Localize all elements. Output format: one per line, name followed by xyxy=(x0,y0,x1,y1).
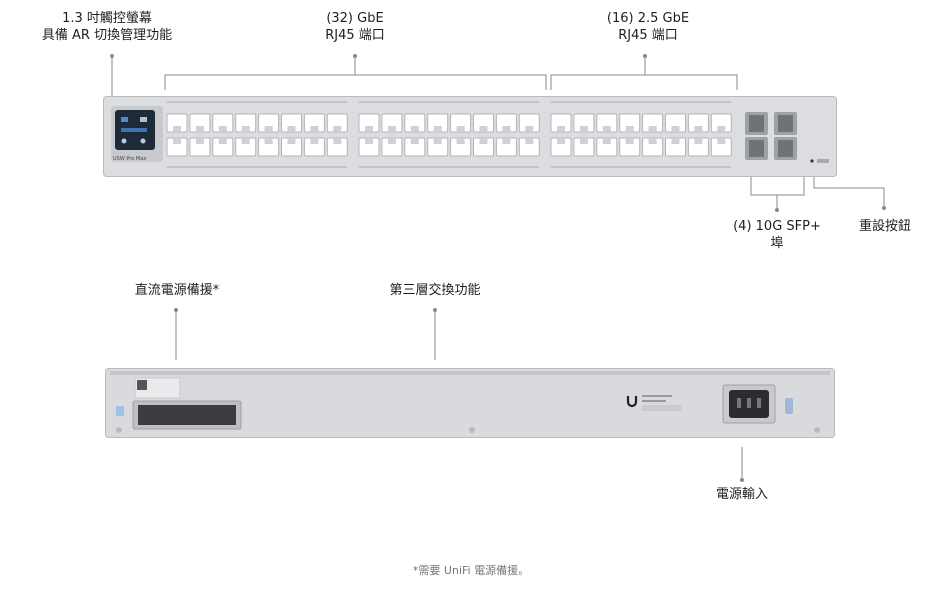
rj45-latch xyxy=(694,138,703,144)
port-group-strip xyxy=(359,166,540,168)
screen-icon xyxy=(121,138,127,144)
rj45-latch xyxy=(410,126,419,132)
rj45-latch xyxy=(433,138,442,144)
2-5gbe-ports-label: (16) 2.5 GbE RJ45 端口 xyxy=(606,11,690,43)
inlet-pin xyxy=(747,398,751,408)
screen-icon xyxy=(121,128,147,132)
rj45-latch xyxy=(648,126,657,132)
rj45-latch xyxy=(241,126,250,132)
rj45-latch xyxy=(717,138,726,144)
front-chassis xyxy=(103,96,837,177)
rj45-latch xyxy=(195,126,204,132)
switch-front-panel: USW Pro Max xyxy=(103,96,837,177)
rj45-latch xyxy=(264,138,273,144)
rj45-latch xyxy=(525,138,534,144)
rj45-latch xyxy=(557,126,565,132)
qr-code xyxy=(137,380,147,390)
inlet-pin xyxy=(757,398,761,408)
rj45-latch xyxy=(173,138,181,144)
inlet-pin xyxy=(737,398,741,408)
rj45-latch xyxy=(310,138,319,144)
port-group-strip xyxy=(551,166,732,168)
vent-strip xyxy=(110,371,830,375)
rj45-latch xyxy=(479,138,488,144)
layer3-label: 第三層交換功能 xyxy=(389,283,481,298)
rj45-latch xyxy=(694,126,703,132)
rj45-latch xyxy=(218,126,227,132)
rj45-latch xyxy=(195,138,204,144)
rj45-latch xyxy=(433,126,442,132)
footnote: *需要 UniFi 電源備援。 xyxy=(412,564,530,577)
rj45-latch xyxy=(456,126,465,132)
rj45-latch xyxy=(241,138,250,144)
rj45-latch xyxy=(387,138,396,144)
screen-icon xyxy=(140,117,147,122)
rj45-latch xyxy=(557,138,565,144)
port-group-strip xyxy=(167,166,348,168)
rj45-latch xyxy=(333,126,342,132)
rj45-latch xyxy=(602,126,611,132)
rear-chassis xyxy=(105,368,835,438)
power-input-label: 電源輸入 xyxy=(715,487,768,502)
port-group-strip xyxy=(551,101,732,103)
rj45-latch xyxy=(525,126,534,132)
rj45-latch xyxy=(310,126,319,132)
screw-icon xyxy=(469,427,475,433)
sfp-port-slot xyxy=(778,115,793,132)
dc-connector-pins xyxy=(138,405,236,425)
sfp-port-slot xyxy=(778,140,793,157)
cert-marks xyxy=(642,405,682,411)
rj45-latch xyxy=(671,138,680,144)
screw-icon xyxy=(116,427,122,433)
rj45-latch xyxy=(333,138,342,144)
rj45-latch xyxy=(410,138,419,144)
sfp-port-slot xyxy=(749,140,764,157)
reset-button[interactable] xyxy=(810,159,814,163)
rj45-latch xyxy=(264,126,273,132)
rj45-latch xyxy=(218,138,227,144)
rj45-latch xyxy=(717,126,726,132)
sfp-port-slot xyxy=(749,115,764,132)
port-group-strip xyxy=(167,101,348,103)
rj45-latch xyxy=(387,126,396,132)
rj45-latch xyxy=(479,126,488,132)
rj45-latch xyxy=(365,138,373,144)
sfp-cages xyxy=(745,112,797,160)
rj45-latch xyxy=(173,126,181,132)
status-led-icon xyxy=(116,406,124,416)
rj45-latch xyxy=(365,126,373,132)
screen-icon xyxy=(121,117,128,122)
reset-button-label: 重設按鈕 xyxy=(858,219,911,234)
rj45-latch xyxy=(456,138,465,144)
rj45-latch xyxy=(625,126,634,132)
rj45-latch xyxy=(287,138,296,144)
ground-clip-icon xyxy=(785,398,793,414)
rj45-latch xyxy=(579,126,588,132)
dc-backup-label: 直流電源備援* xyxy=(134,283,220,298)
cert-text xyxy=(642,400,666,402)
ubiquiti-logo-icon xyxy=(626,396,638,408)
reset-text-mark xyxy=(817,159,829,163)
rj45-port-grid xyxy=(166,101,732,168)
rj45-latch xyxy=(287,126,296,132)
touchscreen-label: 1.3 吋觸控螢幕 具備 AR 切換管理功能 xyxy=(41,11,173,43)
cert-text xyxy=(642,395,672,397)
rj45-latch xyxy=(502,126,511,132)
screw-icon xyxy=(814,427,820,433)
rj45-latch xyxy=(625,138,634,144)
model-text: USW Pro Max xyxy=(113,156,146,162)
rj45-latch xyxy=(502,138,511,144)
sfp-ports-label: (4) 10G SFP+ 埠 xyxy=(733,219,821,251)
switch-rear-panel xyxy=(105,368,835,438)
gbe-ports-label: (32) GbE RJ45 端口 xyxy=(325,11,385,43)
rj45-latch xyxy=(579,138,588,144)
port-group-strip xyxy=(359,101,540,103)
rj45-latch xyxy=(602,138,611,144)
screen-icon xyxy=(140,138,146,144)
rj45-latch xyxy=(648,138,657,144)
rj45-latch xyxy=(671,126,680,132)
